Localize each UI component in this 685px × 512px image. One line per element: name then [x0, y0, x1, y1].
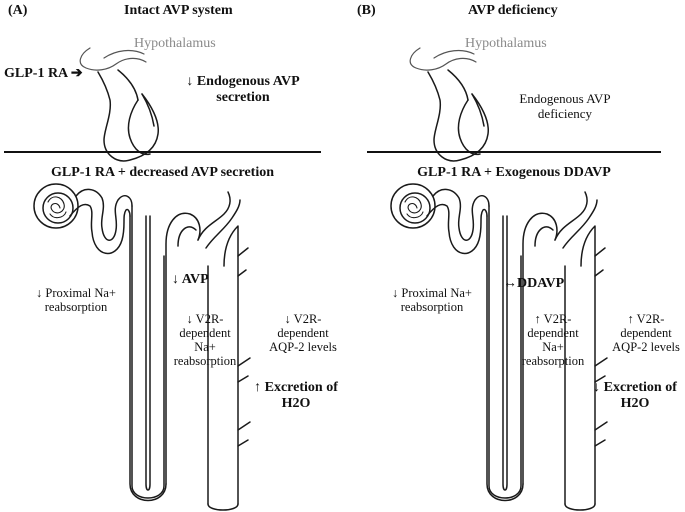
proximal-na-label-a: ↓ Proximal Na+ reabsorption — [16, 286, 136, 314]
aqp-b-line-1: ↑ V2R- — [627, 312, 665, 326]
v2r-b-line-4: reabsorption — [521, 354, 585, 368]
proximal-b-line-2: reabsorption — [400, 300, 464, 314]
v2r-line-3: Na+ — [194, 340, 216, 354]
excr-b-line-1: ↓ Excretion of — [593, 380, 677, 395]
v2r-line-4: reabsorption — [173, 354, 237, 368]
endo-line-2: secretion — [216, 89, 270, 105]
excr-line-1: ↑ Excretion of — [254, 380, 338, 395]
section-title-a: GLP-1 RA + decreased AVP secretion — [50, 165, 274, 180]
endo-def-line-2: deficiency — [537, 105, 593, 121]
panel-b-letter: (B) — [357, 3, 376, 18]
excretion-h2o-label-a: ↑ Excretion of H2O — [236, 380, 356, 411]
v2r-aqp2-label-a: ↓ V2R- dependent AQP-2 levels — [258, 312, 348, 354]
hypothalamus-label-a: Hypothalamus — [134, 36, 216, 51]
excr-line-2: H2O — [281, 395, 311, 411]
excretion-h2o-label-b: ↓ Excretion of H2O — [586, 380, 684, 411]
avp-label: ↓ AVP — [172, 272, 209, 287]
aqp-line-1: ↓ V2R- — [284, 312, 322, 326]
v2r-line-1: ↓ V2R- — [186, 312, 224, 326]
endo-def-line-1: Endogenous AVP — [519, 91, 611, 106]
glp1-ra-arrow-label: GLP-1 RA ➔ — [4, 66, 83, 81]
endo-line-1: ↓ Endogenous AVP — [186, 74, 300, 89]
panel-a-title: Intact AVP system — [124, 3, 233, 18]
panel-a-letter: (A) — [8, 3, 28, 18]
aqp-line-3: AQP-2 levels — [269, 340, 337, 354]
v2r-b-line-3: Na+ — [542, 340, 564, 354]
pituitary-drawing-b — [409, 47, 490, 162]
panel-b-title: AVP deficiency — [468, 3, 558, 18]
proximal-na-label-b: ↓ Proximal Na+ reabsorption — [372, 286, 492, 314]
aqp-b-line-3: AQP-2 levels — [612, 340, 680, 354]
aqp-b-line-2: dependent — [620, 326, 672, 340]
proximal-line-1: ↓ Proximal Na+ — [36, 286, 116, 300]
v2r-b-line-2: dependent — [527, 326, 579, 340]
section-title-b: GLP-1 RA + Exogenous DDAVP — [417, 165, 611, 180]
aqp-line-2: dependent — [277, 326, 329, 340]
v2r-na-label-a: ↓ V2R- dependent Na+ reabsorption — [160, 312, 250, 368]
excr-b-line-2: H2O — [620, 395, 650, 411]
proximal-line-2: reabsorption — [44, 300, 108, 314]
v2r-aqp2-label-b: ↑ V2R- dependent AQP-2 levels — [604, 312, 685, 354]
hypothalamus-label-b: Hypothalamus — [465, 36, 547, 51]
ddavp-label: ↔DDAVP — [503, 276, 565, 291]
v2r-na-label-b: ↑ V2R- dependent Na+ reabsorption — [508, 312, 598, 368]
proximal-b-line-1: ↓ Proximal Na+ — [392, 286, 472, 300]
endogenous-avp-secretion-label: ↓ Endogenous AVP secretion — [178, 74, 308, 105]
v2r-line-2: dependent — [179, 326, 231, 340]
pituitary-drawing-a — [79, 47, 160, 162]
endogenous-avp-deficiency-label: Endogenous AVP deficiency — [500, 91, 630, 121]
v2r-b-line-1: ↑ V2R- — [534, 312, 572, 326]
